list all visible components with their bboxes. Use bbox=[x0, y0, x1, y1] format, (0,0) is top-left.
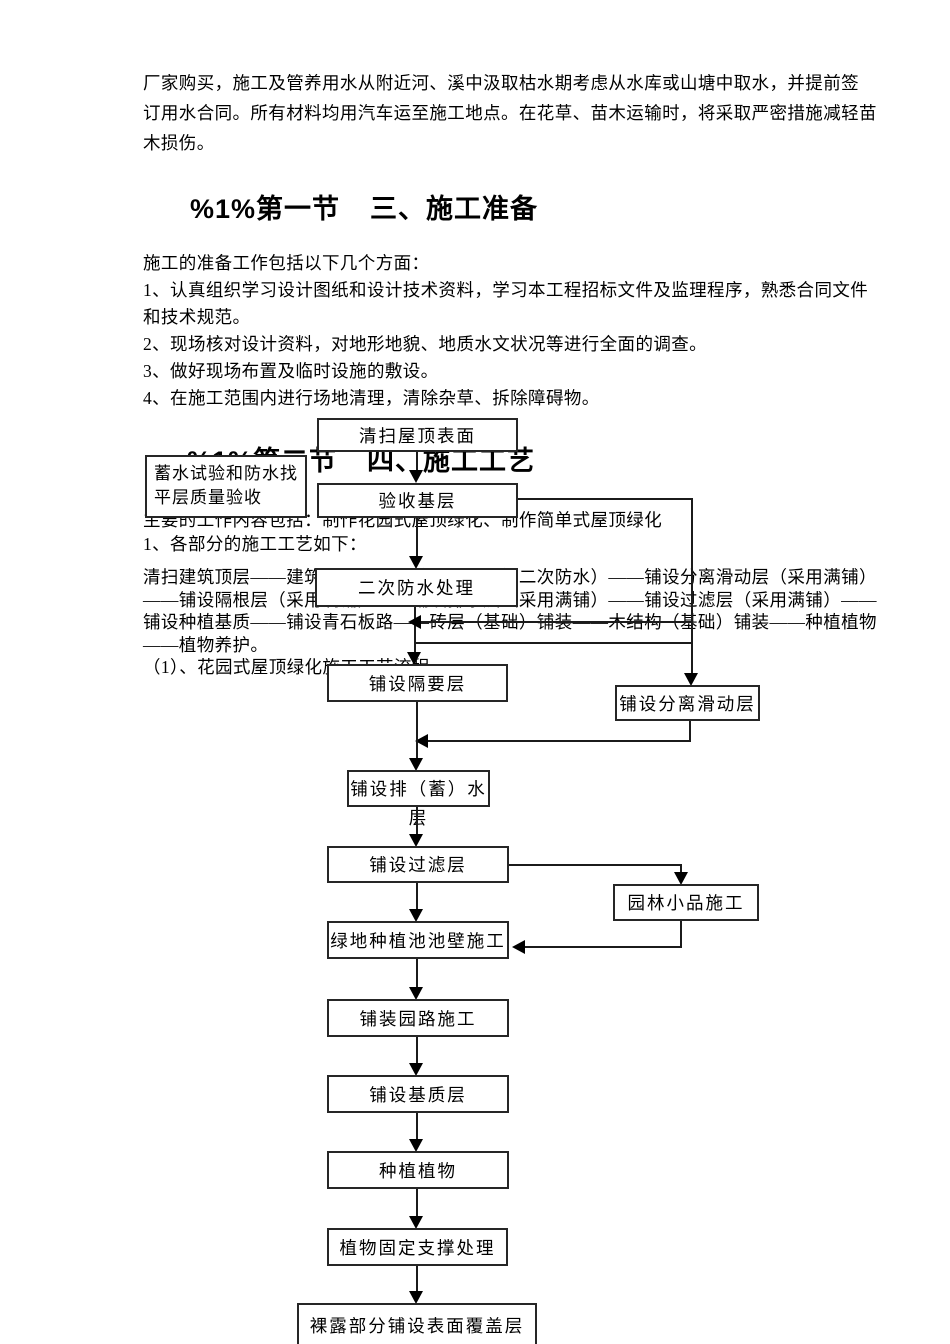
connector-accept-right bbox=[517, 498, 693, 500]
flow-box-second-waterproof: 二次防水处理 bbox=[315, 568, 518, 607]
connector-garden-left bbox=[524, 946, 682, 948]
connector-filter-to-pool bbox=[416, 883, 418, 909]
prepare-line6: 4、在施工范围内进行场地清理，清除杂草、拆除障碍物。 bbox=[143, 388, 600, 408]
flow-box-plant-support: 植物固定支撑处理 bbox=[327, 1228, 508, 1266]
connector-cross-lower bbox=[414, 642, 692, 644]
connector-support-to-cover bbox=[416, 1266, 418, 1291]
connector-cross-upper bbox=[421, 621, 692, 623]
connector-accept-to-waterproof bbox=[416, 517, 418, 556]
flow-box-accept-base: 验收基层 bbox=[317, 483, 518, 518]
flow-box-water-test: 蓄水试验和防水找平层质量验收 bbox=[145, 455, 307, 518]
prepare-line5: 3、做好现场布置及临时设施的敷设。 bbox=[143, 361, 439, 381]
flow-box-clean-roof: 清扫屋顶表面 bbox=[317, 418, 518, 452]
flow-box-filter: 铺设过滤层 bbox=[327, 846, 509, 883]
flow-box-root-barrier: 铺设隔要层 bbox=[327, 664, 508, 702]
connector-pool-to-path bbox=[416, 959, 418, 987]
flow-box-substrate: 铺设基质层 bbox=[327, 1075, 509, 1113]
section-prepare-title: 三、施工准备 bbox=[370, 194, 539, 224]
arrow-down-icon bbox=[409, 1291, 423, 1304]
connector-right-down bbox=[691, 498, 693, 673]
arrow-down-icon bbox=[409, 758, 423, 771]
connector-substrate-to-plant bbox=[416, 1113, 418, 1139]
arrow-left-icon bbox=[408, 615, 421, 629]
drainage-box-overflow-label: 层 bbox=[408, 808, 429, 828]
arrow-down-icon bbox=[409, 470, 423, 483]
prepare-line1: 施工的准备工作包括以下几个方面： bbox=[143, 253, 430, 273]
arrow-down-icon bbox=[409, 909, 423, 922]
process-line2: 1、各部分的施工工艺如下： bbox=[143, 534, 367, 554]
arrow-down-icon bbox=[409, 556, 423, 569]
connector-slide-down bbox=[689, 721, 691, 742]
arrow-left-icon bbox=[512, 940, 525, 954]
flow-box-bare-cover: 裸露部分铺设表面覆盖层 bbox=[297, 1303, 537, 1344]
process-line6: ——植物养护。 bbox=[143, 635, 269, 655]
arrow-down-icon bbox=[684, 673, 698, 686]
section-prepare-heading: %1%第一节三、施工准备 bbox=[190, 194, 538, 224]
flow-box-separation-slide: 铺设分离滑动层 bbox=[615, 685, 760, 721]
prepare-line2: 1、认真组织学习设计图纸和设计技术资料，学习本工程招标文件及监理程序，熟悉合同文… bbox=[143, 280, 869, 300]
arrow-down-icon bbox=[409, 1139, 423, 1152]
connector-clean-to-accept bbox=[416, 452, 418, 470]
para1-line3: 木损伤。 bbox=[143, 133, 215, 153]
flow-box-garden-feature: 园林小品施工 bbox=[613, 884, 759, 921]
arrow-down-icon bbox=[409, 834, 423, 847]
flow-box-plant: 种植植物 bbox=[327, 1151, 509, 1189]
para1-line1: 厂家购买，施工及管养用水从附近河、溪中汲取枯水期考虑从水库或山塘中取水，并提前签 bbox=[143, 73, 859, 93]
connector-filter-right-down bbox=[680, 864, 682, 872]
connector-waterproof-to-barrier bbox=[414, 607, 416, 652]
connector-filter-right bbox=[509, 864, 682, 866]
connector-drain-to-filter bbox=[416, 807, 418, 834]
connector-plant-to-support bbox=[416, 1189, 418, 1216]
para1-line2: 订用水合同。所有材料均用汽车运至施工地点。在花草、苗木运输时，将采取严密措施减轻… bbox=[143, 103, 877, 123]
connector-path-to-substrate bbox=[416, 1037, 418, 1063]
section-prepare-number: %1%第一节 bbox=[190, 194, 341, 224]
prepare-line3: 和技术规范。 bbox=[143, 307, 251, 327]
arrow-down-icon bbox=[409, 1216, 423, 1229]
connector-garden-down bbox=[680, 921, 682, 948]
flow-box-plant-pool: 绿地种植池池壁施工 bbox=[327, 921, 509, 959]
flow-box-drainage: 铺设排（蓄）水 bbox=[347, 770, 490, 807]
arrow-down-icon bbox=[409, 987, 423, 1000]
arrow-down-icon bbox=[409, 1063, 423, 1076]
flow-box-pave-path: 铺装园路施工 bbox=[327, 999, 509, 1037]
arrow-down-icon bbox=[674, 872, 688, 885]
connector-barrier-to-drain bbox=[416, 702, 418, 758]
prepare-line4: 2、现场核对设计资料，对地形地貌、地质水文状况等进行全面的调查。 bbox=[143, 334, 708, 354]
connector-slide-left bbox=[427, 740, 691, 742]
arrow-left-icon bbox=[415, 734, 428, 748]
arrow-down-icon bbox=[407, 652, 421, 665]
